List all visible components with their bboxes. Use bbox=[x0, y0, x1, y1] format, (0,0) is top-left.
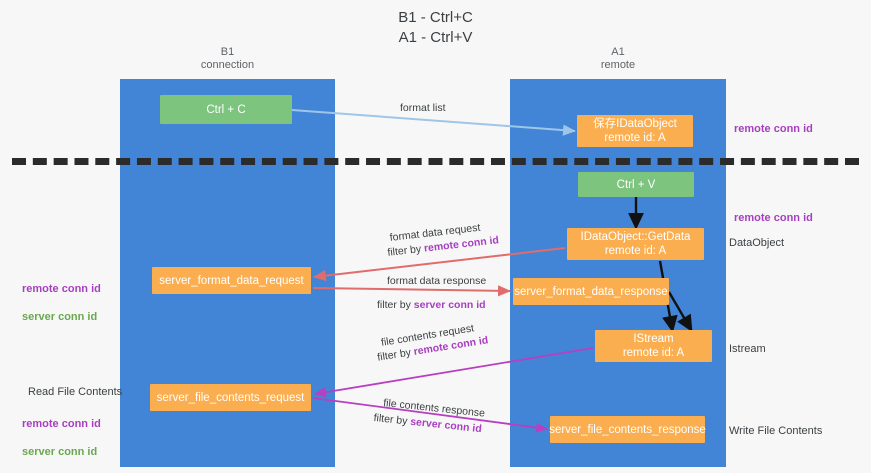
side-label-left-conn-ids-2: remote conn id server conn id bbox=[22, 403, 101, 473]
side-label-left-server-conn-id: server conn id bbox=[22, 311, 98, 323]
node-ctrl-v[interactable]: Ctrl + V bbox=[578, 172, 694, 197]
side-label-left-server-conn-id-2: server conn id bbox=[22, 446, 98, 458]
side-label-remote-conn-id-top: remote conn id bbox=[734, 123, 813, 135]
node-save-idataobject-line1: 保存IDataObject bbox=[593, 118, 677, 130]
server-conn-id-text-1: server conn id bbox=[413, 299, 486, 311]
filter-by-text-2: filter by bbox=[377, 299, 414, 311]
node-server-file-contents-response[interactable]: server_file_contents_response bbox=[549, 416, 706, 443]
edge-format-data-request bbox=[313, 247, 566, 282]
node-ctrl-c[interactable]: Ctrl + C bbox=[160, 95, 292, 124]
page-title: B1 - Ctrl+C A1 - Ctrl+V bbox=[398, 9, 473, 46]
edge-label-filter-by-server-conn-id-1: filter by server conn id bbox=[377, 298, 486, 312]
node-server-format-data-request-label: server_format_data_request bbox=[159, 274, 304, 287]
node-server-format-data-response-label: server_format_data_response bbox=[514, 285, 668, 298]
side-label-remote-conn-id-mid: remote conn id bbox=[734, 212, 813, 224]
lane-title-b1: B1 connection bbox=[200, 46, 255, 71]
node-server-file-contents-request[interactable]: server_file_contents_request bbox=[150, 384, 311, 411]
side-label-read-file-contents: Read File Contents bbox=[28, 386, 123, 398]
side-label-write-file-contents: Write File Contents bbox=[729, 425, 823, 437]
node-save-idataobject[interactable]: 保存IDataObject remote id: A bbox=[577, 115, 693, 147]
edge-label-format-data-response: format data response bbox=[387, 275, 487, 287]
phase-divider bbox=[12, 158, 859, 165]
edge-label-format-list: format list bbox=[400, 102, 446, 114]
node-ctrl-v-label: Ctrl + V bbox=[616, 178, 656, 191]
edge-format-data-response bbox=[312, 285, 511, 297]
node-idataobject-getdata[interactable]: IDataObject::GetData remote id: A bbox=[567, 228, 704, 260]
node-ctrl-c-label: Ctrl + C bbox=[206, 103, 246, 116]
node-istream-line1: IStream bbox=[633, 333, 674, 345]
side-label-left-remote-conn-id-2: remote conn id bbox=[22, 418, 101, 430]
node-server-file-contents-response-label: server_file_contents_response bbox=[549, 423, 706, 436]
node-istream[interactable]: IStream remote id: A bbox=[595, 330, 712, 362]
node-server-file-contents-request-label: server_file_contents_request bbox=[156, 391, 305, 404]
node-save-idataobject-line2: remote id: A bbox=[604, 132, 666, 144]
node-server-format-data-response[interactable]: server_format_data_response bbox=[513, 278, 669, 305]
side-label-left-conn-ids: remote conn id server conn id bbox=[22, 268, 101, 338]
node-getdata-line1: IDataObject::GetData bbox=[580, 231, 691, 243]
edge-file-contents-request bbox=[314, 347, 594, 398]
filter-by-text-4: filter by bbox=[373, 411, 411, 428]
edge-format-list bbox=[291, 109, 576, 136]
node-istream-line2: remote id: A bbox=[622, 347, 685, 359]
node-server-format-data-request[interactable]: server_format_data_request bbox=[152, 267, 311, 294]
side-label-dataobject: DataObject bbox=[729, 237, 785, 249]
lane-title-a1: A1 remote bbox=[600, 46, 636, 71]
side-label-left-remote-conn-id: remote conn id bbox=[22, 283, 101, 295]
edge-response-to-istream bbox=[667, 291, 693, 333]
node-getdata-line2: remote id: A bbox=[604, 245, 667, 257]
side-label-istream: Istream bbox=[729, 343, 766, 355]
edge-file-contents-response bbox=[312, 397, 548, 433]
